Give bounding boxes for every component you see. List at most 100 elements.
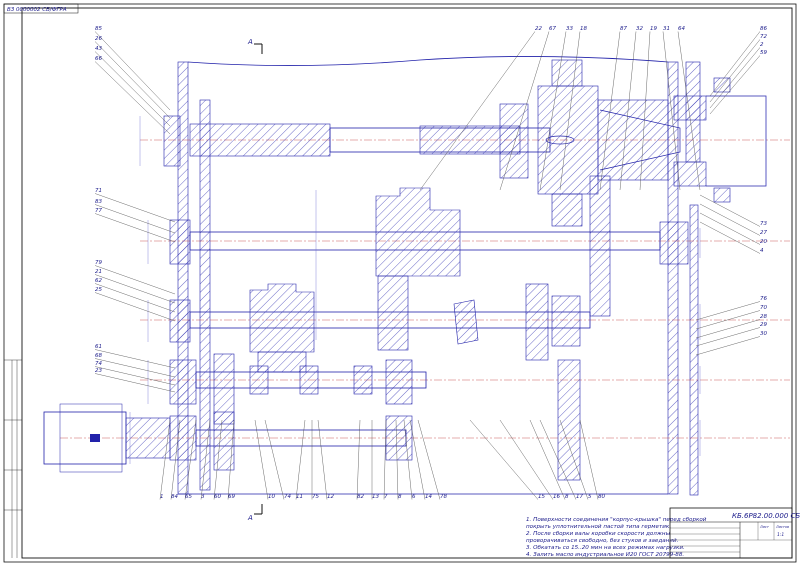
title-block: КБ.6Р82.00.000 СБ Лист Листов 1:1 [669,507,800,559]
callout-number: 25 [95,287,102,293]
callout-number: 23 [95,368,102,374]
callout-number: 17 [576,494,583,500]
note-line-1: 1. Поверхности соединения "корпус-крышка… [526,517,707,523]
note-line-3: 2. После сборки валы коробки скорости до… [526,531,671,537]
scale-value: 1:1 [777,532,784,538]
leader-line [254,419,269,500]
leader-line [356,419,361,500]
callout-number: 61 [95,344,102,350]
callout-number: 59 [760,50,767,56]
callout-number: 18 [580,26,587,32]
leader-line [94,31,171,111]
callout-number: 80 [598,494,605,500]
callout-number: 29 [760,322,767,328]
dimension-lines [129,96,767,464]
leader-line [200,419,211,500]
leader-line [213,419,223,500]
leader-line [295,419,306,500]
sheet-label: Лист [759,525,770,529]
callout-number: 69 [228,494,235,500]
leader-line [94,292,176,322]
leader-line [403,419,413,500]
leader-line [94,283,176,313]
callout-number: 6 [412,494,416,500]
callout-number: 79 [95,260,102,266]
callout-number: 27 [760,230,767,236]
leader-line [539,419,577,500]
left-margin-strip [4,359,22,558]
leader-line [695,319,761,339]
leader-line [699,203,761,236]
callout-number: 66 [95,56,102,62]
note-line-4: проворачиваться свободно, без стуков и з… [526,538,679,544]
leader-line [159,419,171,500]
section-label-bottom: А [247,514,253,522]
callout-number: 78 [440,494,447,500]
callout-number: 10 [268,494,275,500]
leader-line [94,358,176,378]
leader-line [639,31,651,191]
callout-number: 19 [650,26,657,32]
callout-number: 83 [95,199,102,205]
callout-number: 8 [398,494,402,500]
leader-line [469,419,539,500]
leader-line [579,419,599,500]
leader-line [559,31,581,191]
leader-line [695,310,761,330]
leader-line [94,51,171,127]
callout-number: 73 [760,221,767,227]
callout-number: 70 [760,305,767,311]
leader-line [264,419,285,500]
leader-line [383,419,387,500]
callout-number: 84 [171,494,178,500]
leader-line [677,31,701,191]
section-marker-bottom: А [247,504,263,522]
callout-number: 7 [384,494,388,500]
callout-number: 22 [535,26,542,32]
leader-line [695,336,761,356]
leader-line [184,419,197,500]
leader-line [227,419,235,500]
callout-number: 67 [549,26,556,32]
leader-line [695,327,761,347]
shaft-3 [169,283,591,373]
leader-line [559,419,589,500]
leader-line [417,419,441,500]
inner-frame [21,7,793,559]
callout-number: 32 [636,26,643,32]
callout-number: 4 [760,248,764,254]
leader-line [709,47,761,109]
leader-line [709,55,761,115]
leader-line [499,419,554,500]
callout-number: 75 [312,494,319,500]
callout-number: 60 [214,494,221,500]
leader-line [529,419,566,500]
callout-number: 8 [565,494,569,500]
callout-number: 64 [678,26,685,32]
callout-number: 11 [296,494,303,500]
leader-line [709,31,761,97]
callout-number: 5 [588,494,592,500]
section-marker-top: А [247,38,263,54]
callout-number: 43 [95,46,102,52]
leader-line [94,193,176,223]
leader-line [695,301,761,321]
leader-line [499,31,550,191]
leader-line [94,274,176,304]
callout-number: 14 [425,494,432,500]
callout-number: 15 [538,494,545,500]
leader-line [170,419,181,500]
leader-line [94,349,176,369]
sheet-border [3,3,797,563]
stamp-text: ВЗ 0000002 СБ/ФГРА [7,7,67,13]
leader-line [599,31,621,191]
callout-number: 87 [620,26,627,32]
callout-number: 30 [760,331,767,337]
leader-line [94,373,176,393]
callout-number: 26 [95,36,102,42]
